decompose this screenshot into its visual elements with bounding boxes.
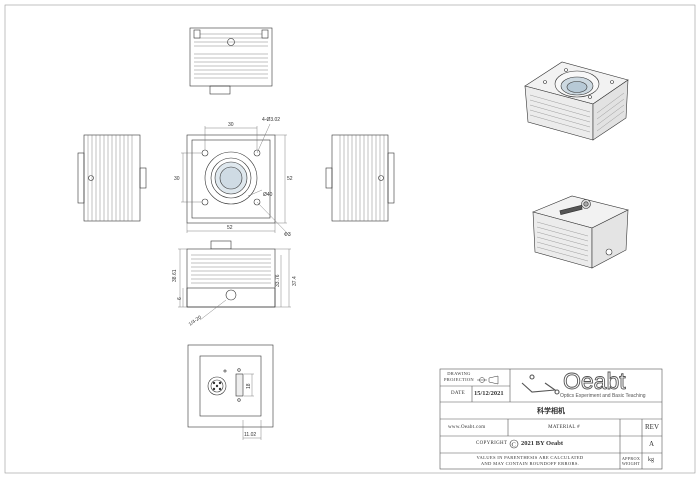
dim-usb-h: 18 xyxy=(246,383,252,389)
rear-view xyxy=(187,344,274,440)
dim-thread: 1/4-20 xyxy=(188,314,203,327)
projection-symbol-icon xyxy=(477,375,499,385)
dim-top-30: 30 xyxy=(228,122,234,128)
dim-side-base: 6 xyxy=(177,297,183,300)
date-label: DATE xyxy=(451,391,465,396)
title-block xyxy=(439,368,663,470)
screw-hole-icon xyxy=(378,175,384,181)
rev-label: REV xyxy=(645,423,659,431)
dim-left-30: 30 xyxy=(174,176,180,182)
values-note-2: AND MAY CONTAIN ROUNDOFF ERRORS. xyxy=(480,461,580,466)
dim-side-body: 33.76 xyxy=(275,274,281,287)
right-side-view xyxy=(325,134,395,222)
sheet-border xyxy=(4,4,696,474)
copyright-prefix: COPYRIGHT xyxy=(476,441,508,446)
copyright-text: 2021 BY Oeabt xyxy=(521,440,564,447)
dim-usb-offset: 11.02 xyxy=(244,432,256,438)
date-value: 15/12/2021 xyxy=(474,390,504,397)
logo-tagline: Optics Experiment and Basic Teaching xyxy=(560,393,646,399)
front-view xyxy=(181,123,291,237)
connector-icon xyxy=(207,376,227,396)
screw-hole-icon xyxy=(227,38,235,46)
bottom-side-view xyxy=(178,240,291,321)
dim-diagonal: ФЗ xyxy=(284,232,291,238)
screw-hole-icon xyxy=(88,175,94,181)
dim-lens-dia: Ø40 xyxy=(263,192,273,198)
material-label: MATERIAL # xyxy=(548,425,580,430)
dim-hole-pattern: 4-Ø3.02 xyxy=(262,117,280,123)
left-side-view xyxy=(77,134,147,222)
weight-unit: kg xyxy=(648,457,654,463)
top-view xyxy=(189,27,273,95)
isometric-view-rear xyxy=(532,195,629,269)
dim-right-52: 52 xyxy=(287,176,293,182)
copyright-c: C xyxy=(512,442,516,449)
drawing-projection-label: DRAWING PROJECTION xyxy=(443,371,474,382)
usb-port-icon xyxy=(235,373,244,397)
dim-side-total: 38.61 xyxy=(172,269,178,282)
website: www.Oeabt.com xyxy=(448,425,486,430)
approx-weight: APPROX WEIGHT xyxy=(621,456,641,466)
rev-value: A xyxy=(649,440,655,448)
dim-bottom-52: 52 xyxy=(227,225,233,231)
dim-side-full: 37.4 xyxy=(292,276,298,286)
mount-hole-icon xyxy=(253,198,261,206)
isometric-view-top xyxy=(524,61,629,141)
values-note-1: VALUES IN PARENTHESIS ARE CALCULATED xyxy=(476,455,584,460)
copyright-icon xyxy=(509,439,519,449)
oeabt-logo-icon xyxy=(521,374,560,395)
logo-text: Oeabt xyxy=(563,368,627,395)
part-name: 科学相机 xyxy=(537,407,565,415)
tripod-thread-icon xyxy=(225,289,237,301)
